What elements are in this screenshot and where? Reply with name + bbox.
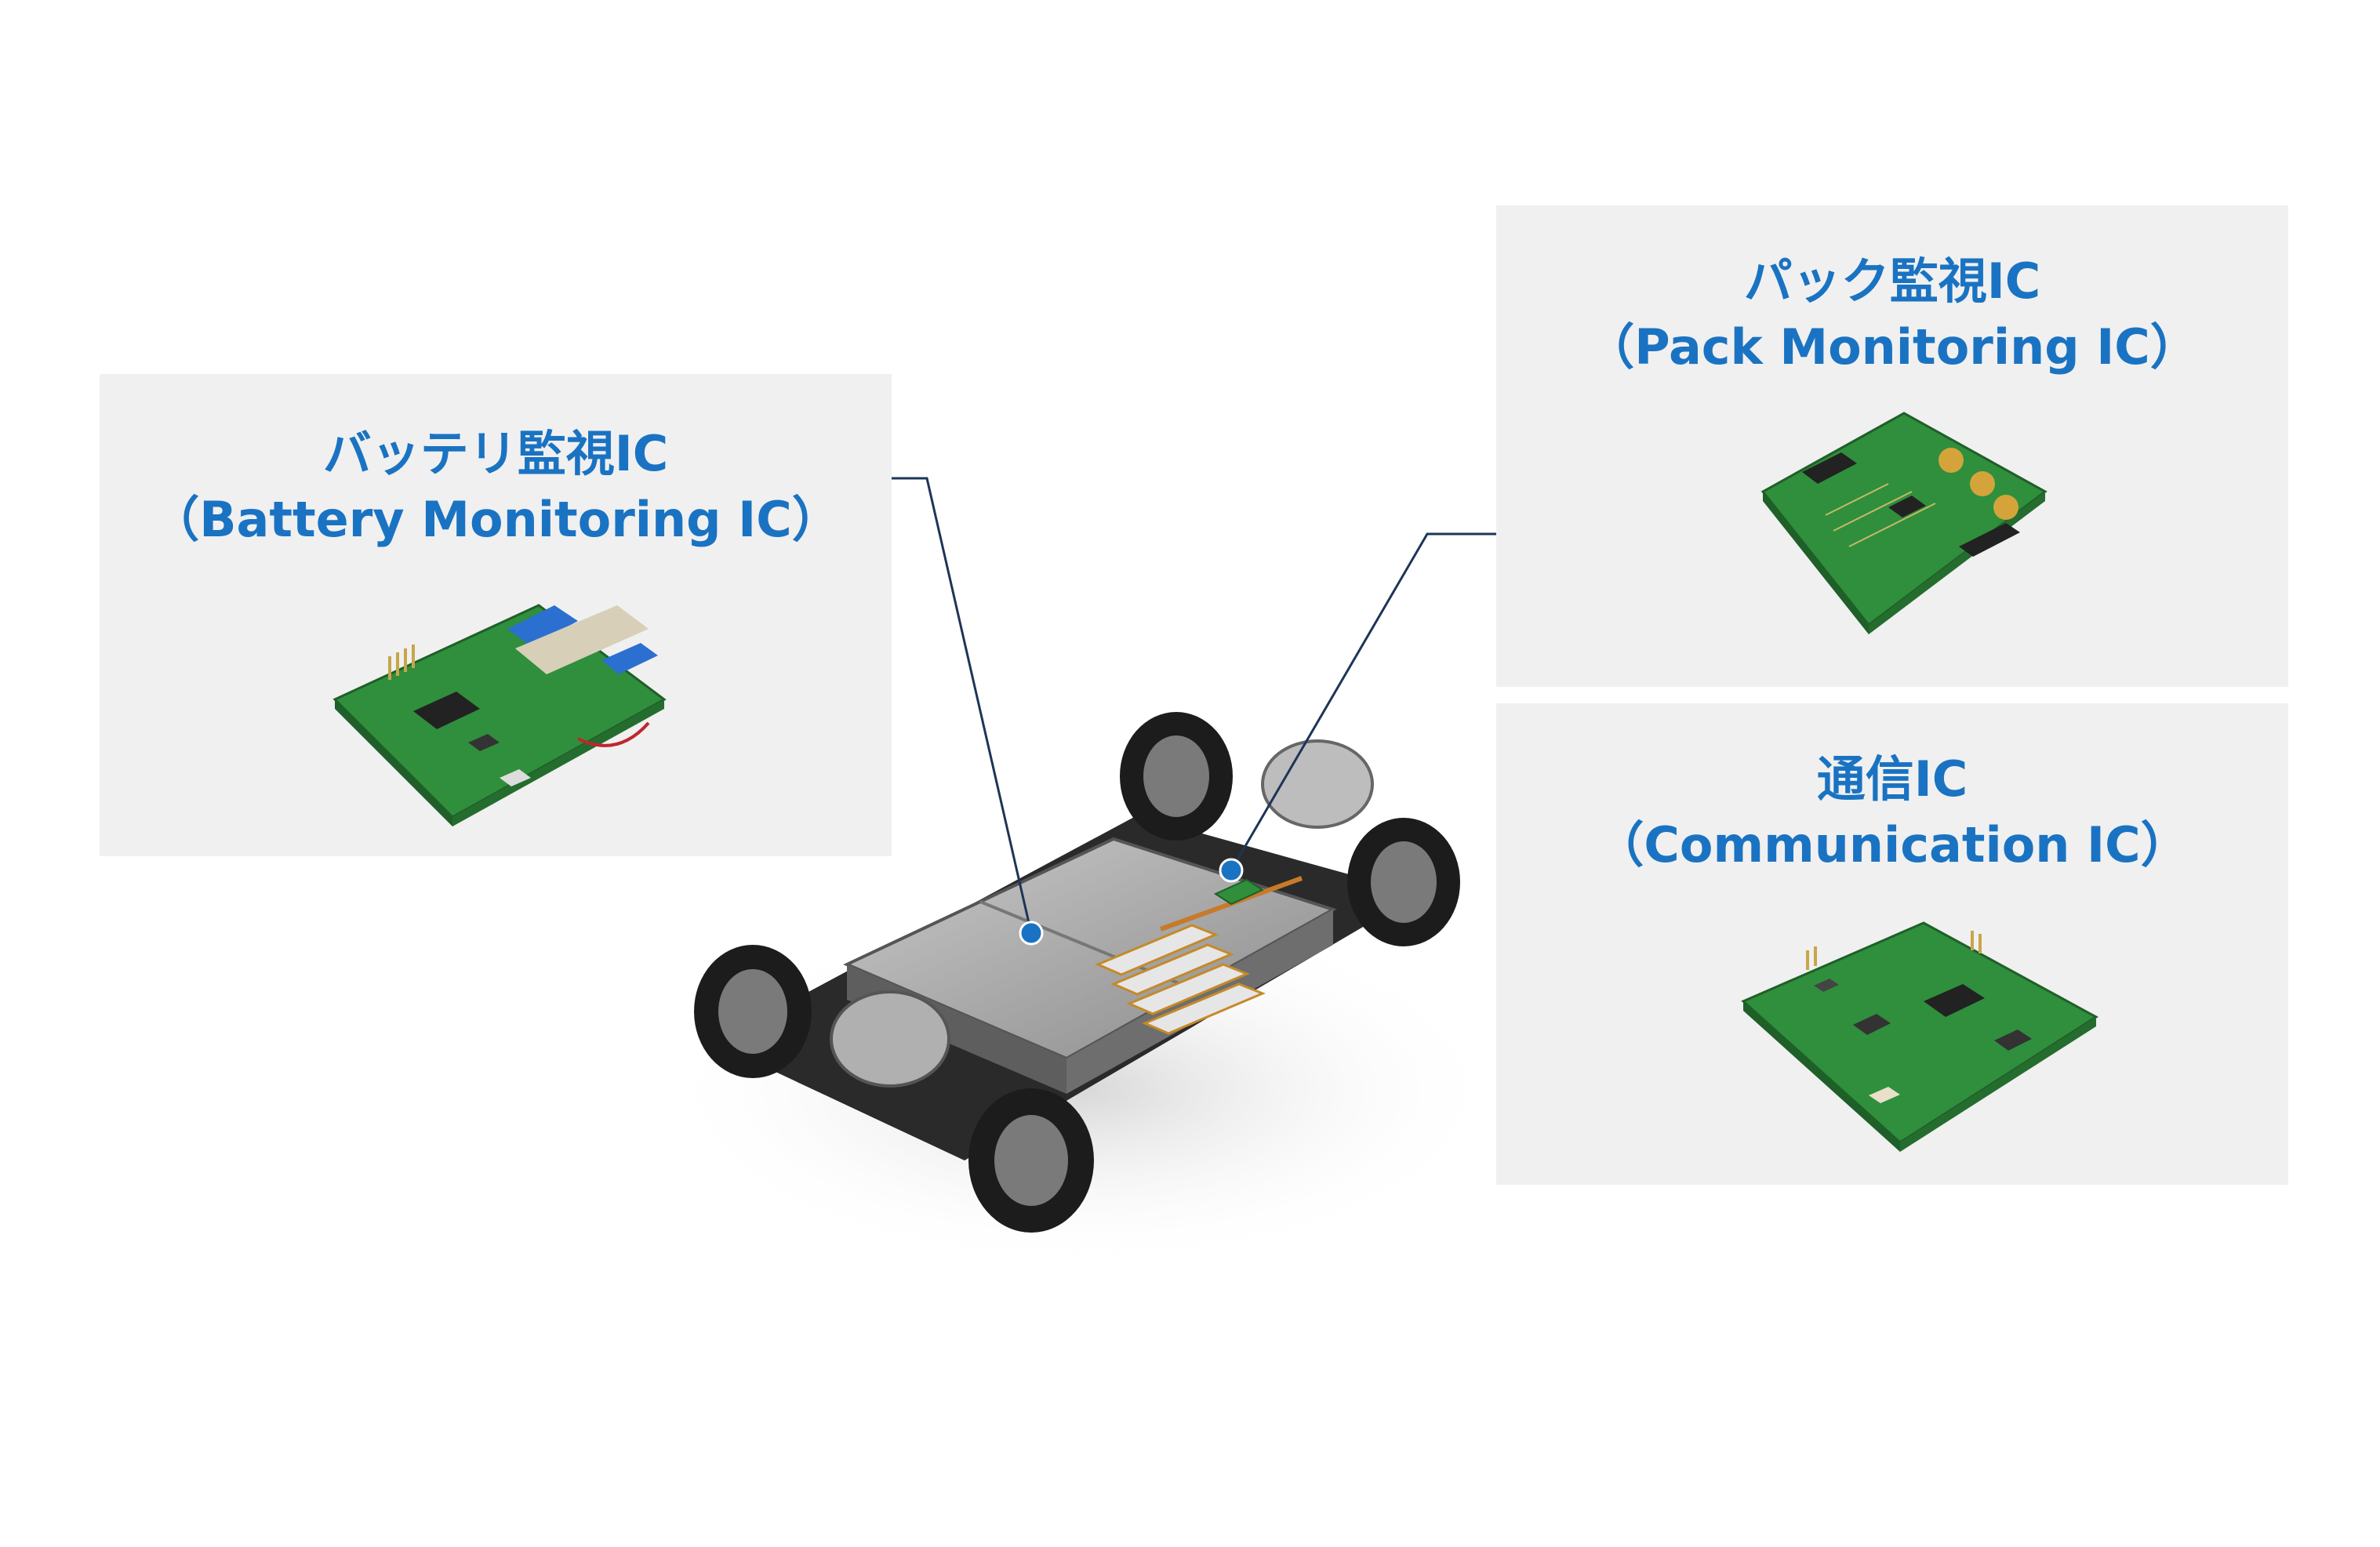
comm-title-en: （Communication IC） bbox=[1595, 816, 2189, 873]
pack-leader-line bbox=[1230, 532, 1496, 871]
pack-monitoring-ic-title: パック監視IC （Pack Monitoring IC） bbox=[1496, 249, 2288, 380]
wheel bbox=[1120, 712, 1233, 841]
battery-monitoring-ic-panel: バッテリ監視IC （Battery Monitoring IC） bbox=[100, 374, 892, 856]
battery-leader-line bbox=[892, 477, 1033, 934]
wheel bbox=[968, 1088, 1094, 1233]
battery-marker-dot bbox=[1019, 921, 1044, 946]
pack-title-en: （Pack Monitoring IC） bbox=[1586, 318, 2199, 376]
pack-title-ja: パック監視IC bbox=[1743, 252, 2041, 310]
wheel bbox=[1347, 818, 1460, 946]
battery-monitoring-ic-title: バッテリ監視IC （Battery Monitoring IC） bbox=[100, 421, 892, 553]
pack-monitoring-board-image bbox=[1760, 412, 2048, 634]
communication-ic-panel: 通信IC （Communication IC） bbox=[1496, 703, 2288, 1185]
pack-marker-dot bbox=[1219, 858, 1244, 883]
communication-ic-title: 通信IC （Communication IC） bbox=[1496, 746, 2288, 878]
pack-monitoring-ic-panel: パック監視IC （Pack Monitoring IC） bbox=[1496, 205, 2288, 687]
communication-board-image bbox=[1741, 921, 2098, 1152]
battery-title-ja: バッテリ監視IC bbox=[322, 425, 669, 482]
wheel bbox=[694, 945, 812, 1078]
battery-title-en: （Battery Monitoring IC） bbox=[151, 491, 841, 548]
ev-chassis-image bbox=[659, 712, 1506, 1270]
battery-monitoring-board-image bbox=[332, 604, 667, 826]
comm-title-ja: 通信IC bbox=[1816, 750, 1968, 808]
